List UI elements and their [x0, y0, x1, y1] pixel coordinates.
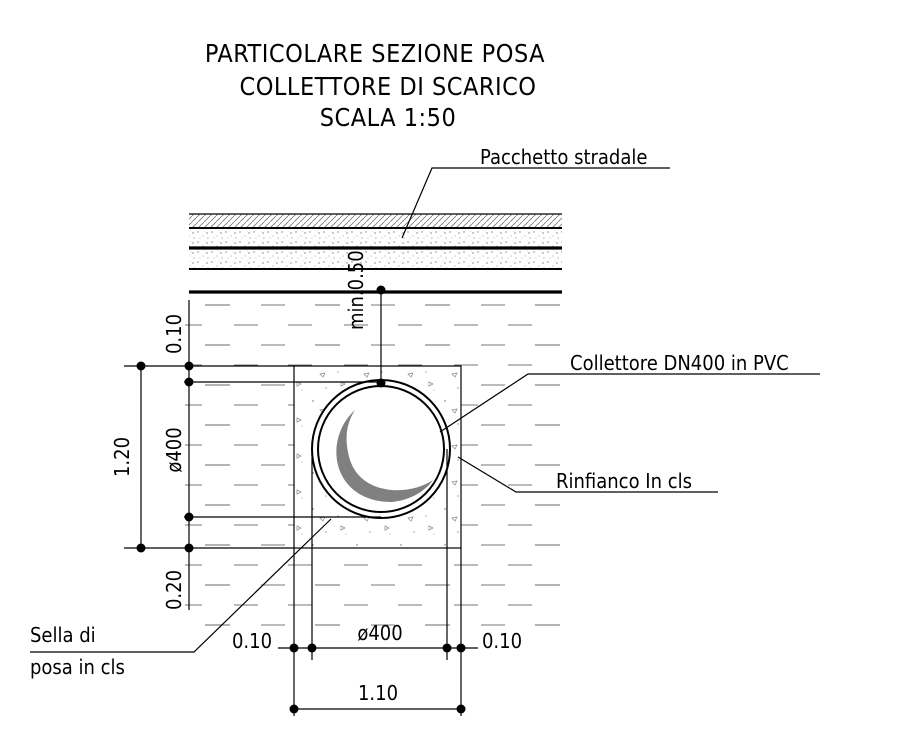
right-clear-label: 0.10 [482, 629, 522, 653]
bottom-gap-label: 0.20 [162, 570, 186, 610]
title-line-1: PARTICOLARE SEZIONE POSA [205, 39, 545, 68]
bed-label-line-2: posa in cls [30, 655, 125, 679]
total-width-label: 1.10 [358, 681, 398, 705]
pipe-shading [336, 410, 433, 502]
pipe-dia-vertical-label: ø400 [162, 427, 186, 472]
road-package-label: Pacchetto stradale [480, 145, 647, 169]
road-package-callout: Pacchetto stradale [401, 145, 670, 239]
bed-label-line-1: Sella di [30, 623, 96, 647]
bed-callout: Sella di posa in cls [30, 518, 332, 679]
top-gap-label: 0.10 [162, 314, 186, 354]
pipe-dia-horizontal-label: ø400 [357, 621, 402, 645]
pvc-pipe [311, 379, 451, 519]
road-package [189, 213, 562, 294]
title-line-3: SCALA 1:50 [320, 103, 457, 132]
min-cover-dimension: min.0.50 [344, 250, 386, 388]
pipe-callout: Collettore DN400 in PVC [439, 351, 820, 433]
total-height-label: 1.20 [110, 437, 134, 477]
bottom-dimensions: 0.10 ø400 0.10 1.10 [232, 449, 522, 716]
title-line-2: COLLETTORE DI SCARICO [240, 72, 537, 101]
left-dimensions: 1.20 0.10 ø400 0.20 [110, 300, 381, 610]
left-clear-label: 0.10 [232, 629, 272, 653]
pipe-label: Collettore DN400 in PVC [570, 351, 789, 375]
haunch-label: Rinfianco In cls [556, 469, 692, 493]
haunch-callout: Rinfianco In cls [457, 456, 718, 493]
min-cover-label: min.0.50 [344, 250, 368, 330]
